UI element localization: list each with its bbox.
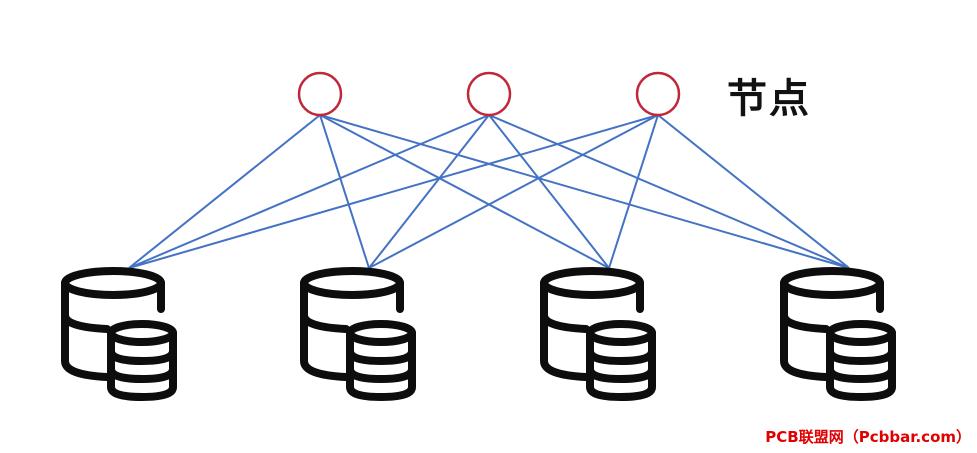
storage-unit (304, 271, 412, 397)
node-circle (297, 71, 343, 117)
node-label: 节点 (727, 76, 811, 122)
connection-line (128, 114, 659, 269)
connection-line (368, 114, 490, 269)
database-icon (784, 271, 892, 397)
node-circle (635, 71, 681, 117)
node-circle (466, 71, 512, 117)
connection-line (608, 114, 659, 269)
connection-line (319, 114, 850, 269)
connection-line (657, 114, 850, 269)
storage-unit (65, 271, 173, 397)
connection-line (488, 114, 850, 269)
connection-line (368, 114, 659, 269)
connection-lines (128, 114, 850, 269)
storage-unit (784, 271, 892, 397)
connection-line (128, 114, 321, 269)
database-icon (304, 271, 412, 397)
connection-line (488, 114, 610, 269)
connection-line (319, 114, 370, 269)
connection-line (319, 114, 610, 269)
nodes (297, 71, 681, 117)
storage-unit (544, 271, 652, 397)
watermark: PCB联盟网（Pcbbar.com） (765, 428, 971, 446)
connection-line (128, 114, 490, 269)
storage-units (65, 271, 892, 397)
database-icon (65, 271, 173, 397)
database-icon (544, 271, 652, 397)
